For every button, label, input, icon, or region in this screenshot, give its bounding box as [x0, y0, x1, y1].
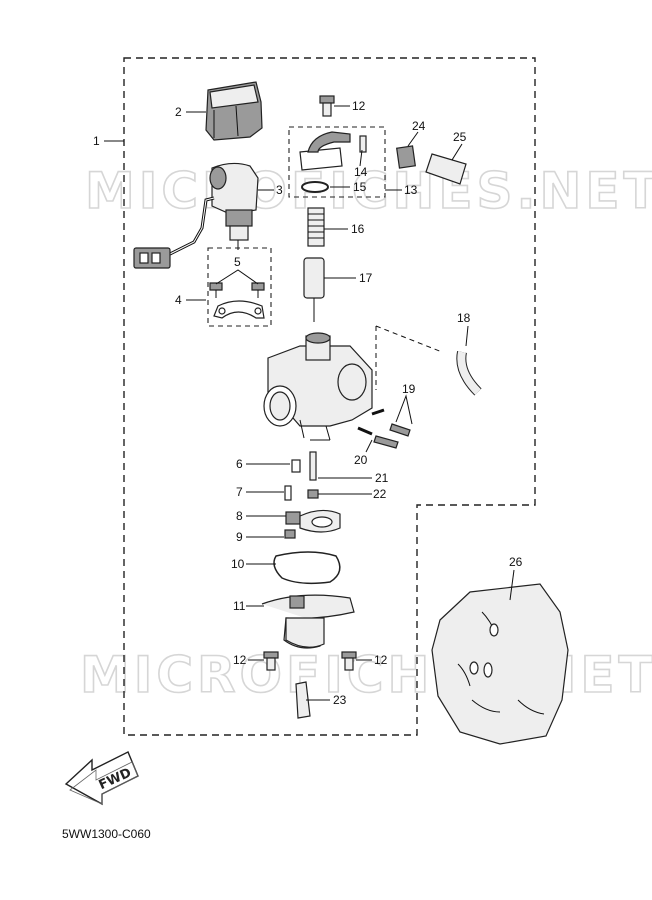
callout-26: 26	[509, 555, 523, 569]
leader-lines	[104, 105, 515, 701]
callout-14: 14	[354, 165, 368, 179]
callout-20: 20	[354, 453, 368, 467]
part-12-screw-left	[263, 651, 279, 671]
part-11-float-bowl	[261, 594, 355, 649]
callout-3: 3	[276, 183, 283, 197]
callout-24: 24	[412, 119, 426, 133]
part-25-sleeve	[425, 153, 467, 185]
part-7-pin	[284, 485, 292, 501]
callout-21: 21	[375, 471, 389, 485]
assembly-boundary	[123, 57, 536, 736]
part-16-tube	[307, 207, 325, 247]
part-15-ring	[301, 181, 329, 193]
callout-10: 10	[231, 557, 245, 571]
callout-labels: 1 2 3 4 5 6 7 8 9 10 11 12 12 12 13 14 1…	[93, 99, 523, 707]
part-24-collar	[396, 145, 416, 169]
part-4-bracket	[213, 300, 265, 319]
callout-12-left: 12	[233, 653, 247, 667]
callout-8: 8	[236, 509, 243, 523]
forward-arrow: FWD	[64, 751, 139, 806]
part-14-cap	[299, 131, 367, 171]
callout-23: 23	[333, 693, 347, 707]
part-21-needle-jet	[309, 451, 317, 481]
callout-1: 1	[93, 134, 100, 148]
carburetor-body	[263, 332, 373, 441]
part-26-cover-panel	[431, 583, 569, 745]
callout-13: 13	[404, 183, 418, 197]
callout-12-top: 12	[352, 99, 366, 113]
callout-6: 6	[236, 457, 243, 471]
part-19-screw	[371, 408, 411, 437]
callout-17: 17	[359, 271, 373, 285]
part-12-screw-top	[319, 95, 335, 117]
callout-2: 2	[175, 105, 182, 119]
part-10-gasket	[273, 551, 341, 585]
hose-leader	[375, 325, 443, 390]
part-20-screw	[357, 426, 399, 449]
callout-4: 4	[175, 293, 182, 307]
callout-18: 18	[457, 311, 471, 325]
part-22-main-jet	[307, 489, 319, 499]
callout-12-right: 12	[374, 653, 388, 667]
watermark-upper: MICROFICHES.NET	[85, 162, 652, 220]
part-9-screw	[284, 529, 296, 539]
callout-16: 16	[351, 222, 365, 236]
callout-7: 7	[236, 485, 243, 499]
callout-5: 5	[234, 255, 241, 269]
callout-19: 19	[402, 382, 416, 396]
callout-25: 25	[453, 130, 467, 144]
callout-11: 11	[233, 599, 246, 613]
diagram-code: 5WW1300-C060	[62, 827, 151, 841]
callout-22: 22	[373, 487, 387, 501]
callout-9: 9	[236, 530, 243, 544]
callout-15: 15	[353, 180, 367, 194]
part-2-cover	[205, 81, 263, 141]
throttle-cap-group-box	[288, 126, 386, 198]
part-3-starter	[133, 162, 259, 269]
bracket-group-box	[207, 247, 272, 327]
part-5-screws	[209, 282, 265, 298]
part-17-valve	[303, 257, 325, 322]
part-23-drain-tube	[295, 681, 311, 719]
part-8-float-valve	[285, 509, 341, 533]
part-12-screw-right	[341, 651, 357, 671]
part-6-jet	[291, 459, 301, 473]
